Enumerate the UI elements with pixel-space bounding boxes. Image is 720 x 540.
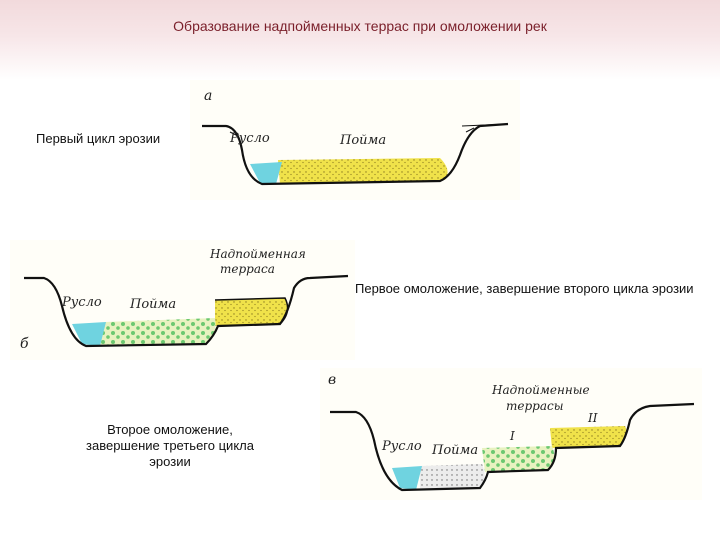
- caption-a: Первый цикл эрозии: [36, 131, 190, 146]
- terrace-label-b-2: терраса: [220, 262, 275, 276]
- diagram-a: а Русло Пойма: [190, 80, 520, 200]
- caption-c: Второе омоложение, завершение третьего ц…: [70, 422, 270, 470]
- terrace-1-fill-c: [482, 446, 554, 472]
- terrace-1-label-c: I: [509, 429, 515, 443]
- terrace-2-label-c: II: [587, 411, 598, 425]
- title-band: [0, 0, 720, 80]
- floodplain-label-b: Пойма: [129, 297, 176, 312]
- diagram-c: в Надпойменные террасы Русло Пойма I II: [320, 368, 702, 500]
- terrace-fill-b: [215, 298, 288, 326]
- caption-b: Первое омоложение, завершение второго ци…: [355, 281, 715, 297]
- figure-a-letter: а: [204, 88, 212, 104]
- channel-label-c: Русло: [381, 439, 422, 454]
- floodplain-label-c: Пойма: [431, 443, 478, 458]
- slide-title: Образование надпойменных террас при омол…: [0, 18, 720, 34]
- floodplain-a: [278, 158, 448, 184]
- figure-c-letter: в: [328, 372, 336, 388]
- terrace-2-fill-c: [550, 426, 627, 448]
- channel-water-b: [72, 322, 106, 346]
- channel-label-b: Русло: [61, 295, 102, 310]
- diagram-b: Надпойменная терраса Русло Пойма б: [10, 240, 355, 360]
- floodplain-fill-c: [420, 464, 485, 490]
- floodplain-fill-b: [100, 318, 216, 346]
- channel-label-a: Русло: [229, 131, 270, 146]
- terrace-label-b-1: Надпойменная: [209, 247, 306, 261]
- figure-b-letter: б: [20, 336, 29, 352]
- terraces-label-c-1: Надпойменные: [491, 383, 590, 397]
- floodplain-label-a: Пойма: [339, 133, 386, 148]
- terraces-label-c-2: террасы: [506, 399, 564, 413]
